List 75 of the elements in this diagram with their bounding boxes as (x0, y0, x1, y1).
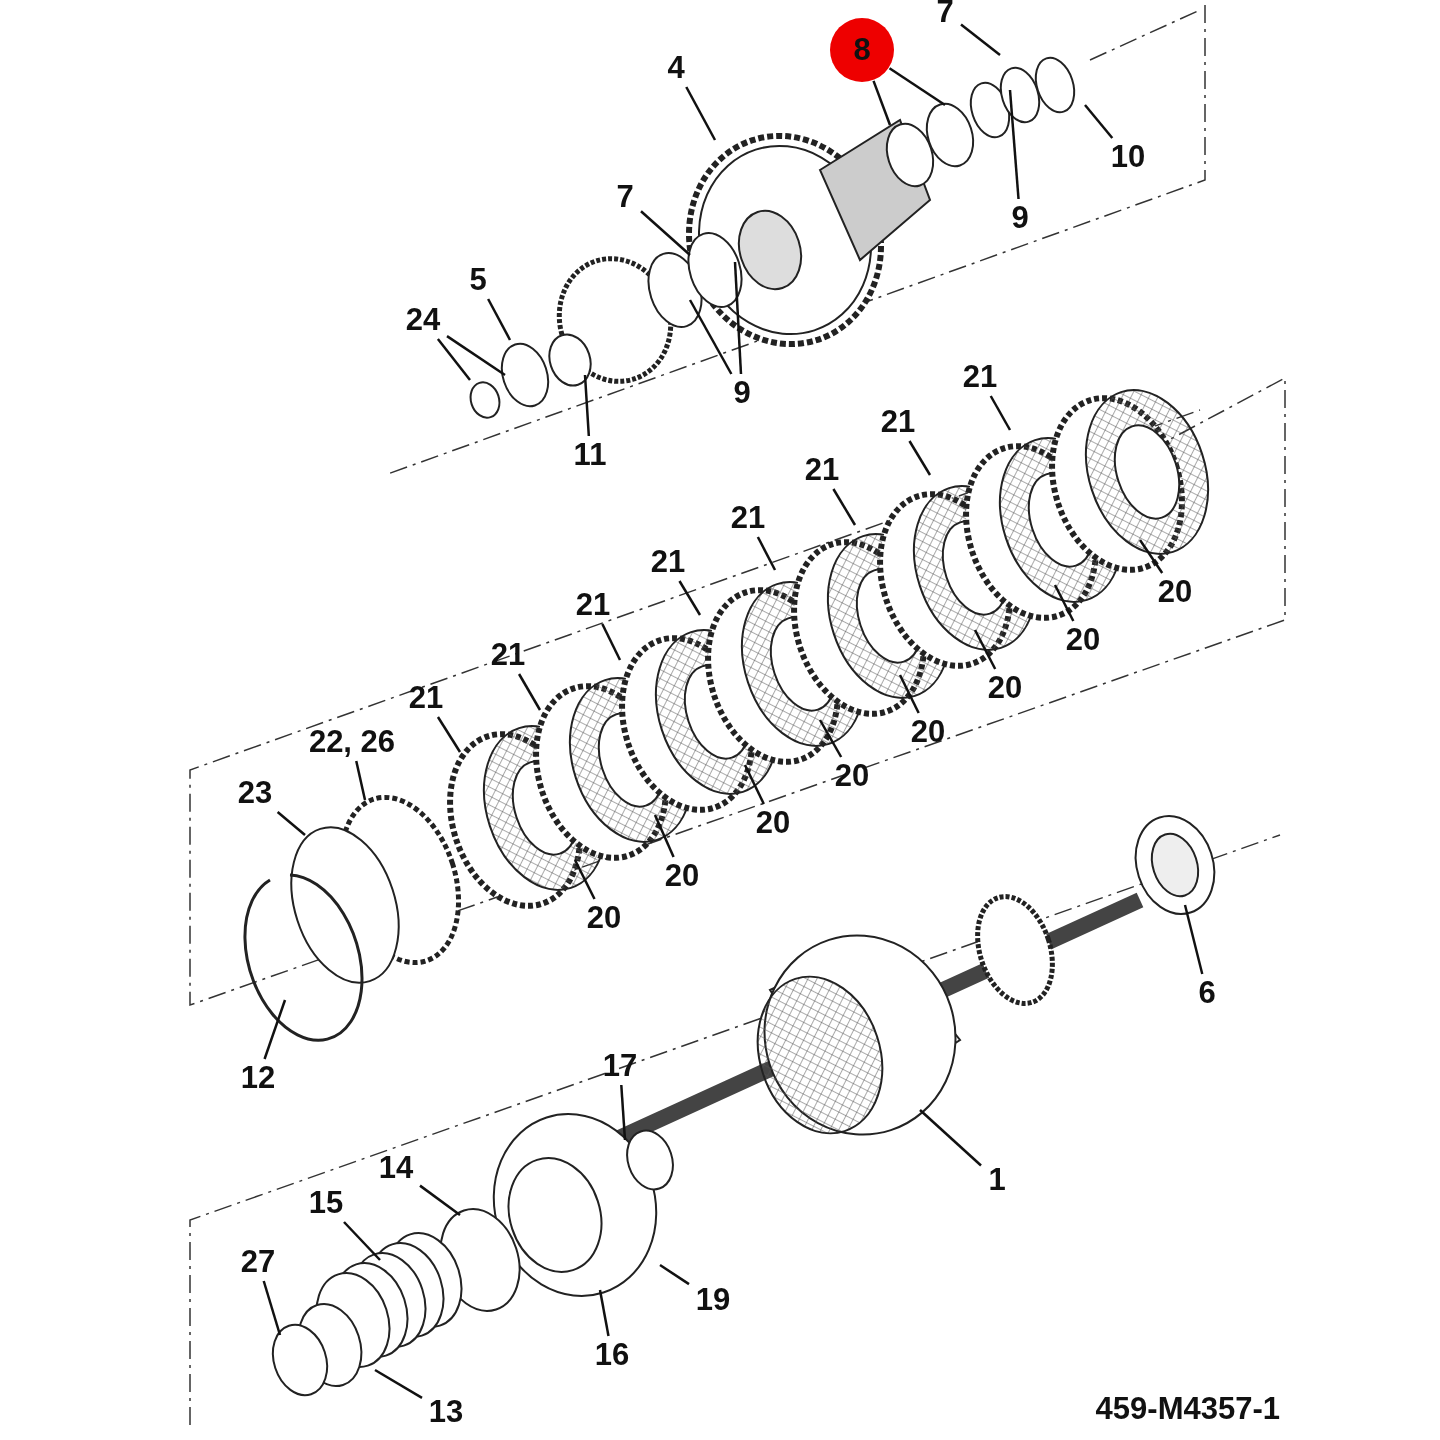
callout-number: 23 (233, 776, 277, 810)
leader-line (818, 719, 843, 758)
leader-line (960, 23, 1001, 56)
callout-number: 12 (236, 1061, 280, 1095)
callout-number: 21 (646, 545, 690, 579)
callout-number: 20 (751, 806, 795, 840)
leader-line (517, 673, 542, 711)
callout-number: 22, 26 (294, 725, 410, 759)
callout-number: 20 (582, 901, 626, 935)
leader-line (685, 86, 717, 141)
callout-number: 13 (424, 1395, 468, 1429)
leader-line (620, 1084, 627, 1141)
leader-line (598, 1289, 610, 1337)
drawing-number: 459-M4357-1 (1095, 1392, 1280, 1426)
leader-line (355, 760, 367, 801)
callout-number: 27 (236, 1245, 280, 1279)
callout-number: 20 (1153, 575, 1197, 609)
leader-line (989, 395, 1012, 431)
callout-number: 21 (404, 681, 448, 715)
callout-number: 10 (1106, 140, 1150, 174)
leader-line (419, 1184, 461, 1216)
callout-number: 14 (374, 1151, 418, 1185)
callout-number: 15 (304, 1186, 348, 1220)
leader-line (908, 440, 932, 476)
callout-number: 20 (1061, 623, 1105, 657)
leader-line (1183, 904, 1204, 975)
callout-number: 20 (830, 759, 874, 793)
leader-line (263, 999, 287, 1060)
callout-number: 21 (571, 588, 615, 622)
leader-line (446, 335, 506, 377)
callout-number: 20 (906, 715, 950, 749)
callout-number: 7 (931, 0, 959, 29)
callout-number: 9 (728, 376, 756, 410)
leader-line (601, 623, 622, 661)
leader-line (743, 764, 765, 805)
leader-line (1084, 104, 1114, 139)
callout-number: 5 (464, 263, 492, 297)
callout-number: 1 (983, 1163, 1011, 1197)
callout-number: 4 (662, 51, 690, 85)
leader-line (733, 261, 743, 375)
callout-number: 7 (611, 180, 639, 214)
leader-line (756, 536, 777, 571)
callout-number: 21 (958, 360, 1002, 394)
callout-number: 21 (800, 453, 844, 487)
callout-number: 9 (1006, 201, 1034, 235)
leader-line (487, 298, 512, 341)
highlighted-callout: 8 (830, 18, 894, 82)
leader-line (653, 814, 675, 858)
leader-line (583, 374, 591, 437)
leader-line (276, 811, 306, 836)
callout-number: 19 (691, 1283, 735, 1317)
leader-line (374, 1368, 423, 1399)
leader-line (919, 1109, 982, 1167)
leader-line (573, 859, 596, 900)
leader-line (640, 210, 691, 256)
callout-number: 11 (568, 438, 612, 472)
leader-line (1008, 89, 1020, 200)
leader-line (1138, 539, 1164, 574)
callout-number: 20 (660, 859, 704, 893)
leader-line (872, 80, 892, 126)
leader-line (832, 488, 857, 526)
callout-number: 21 (876, 405, 920, 439)
callout-number: 21 (726, 501, 770, 535)
leader-line (436, 338, 471, 381)
callout-number: 20 (983, 671, 1027, 705)
leader-line (436, 716, 462, 753)
leader-line (678, 580, 702, 616)
callout-number: 6 (1193, 976, 1221, 1010)
leader-line (888, 67, 946, 107)
leader-line (262, 1280, 282, 1336)
leader-line (659, 1263, 690, 1286)
leader-line (688, 299, 733, 375)
callout-number: 24 (401, 303, 445, 337)
callout-number: 16 (590, 1338, 634, 1372)
leader-line (343, 1221, 381, 1261)
